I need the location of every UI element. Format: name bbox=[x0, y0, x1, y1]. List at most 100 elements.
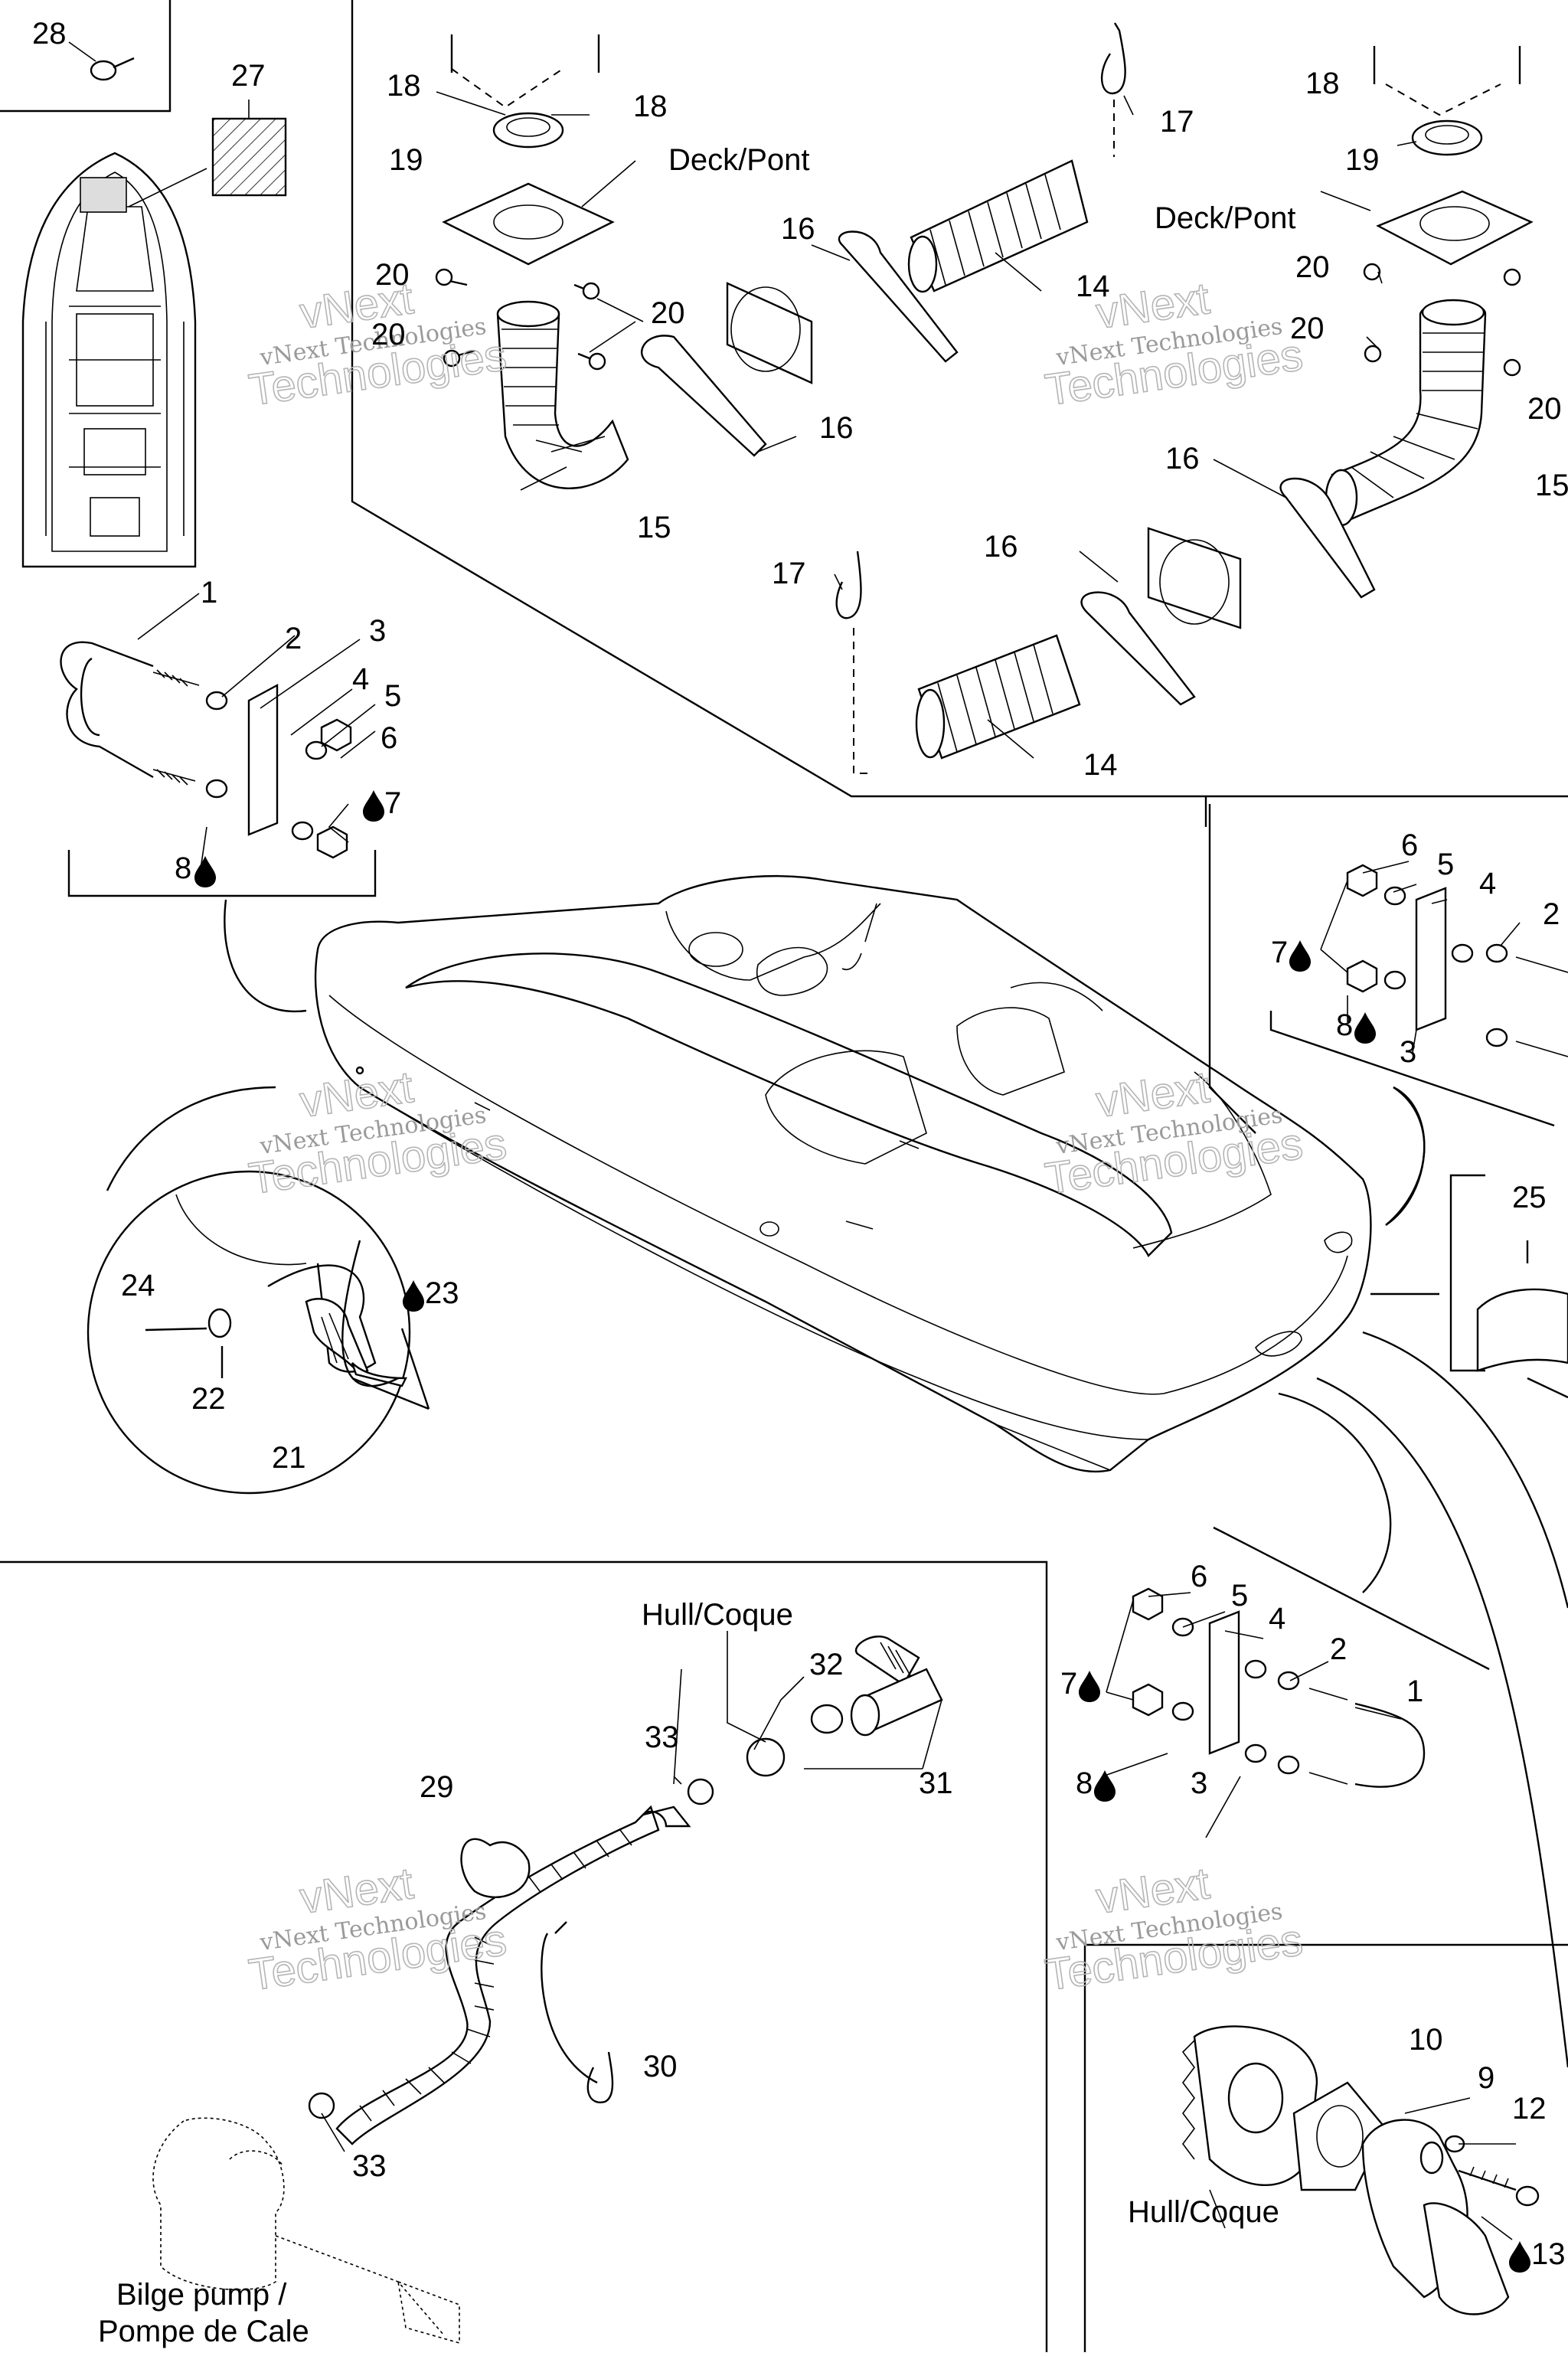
callout-29: 29 bbox=[420, 1770, 454, 1804]
deck-label: Deck/Pont bbox=[1155, 201, 1296, 235]
drain-plug-assembly bbox=[1181, 2025, 1540, 2315]
drop-icon bbox=[363, 790, 384, 822]
leader-lines bbox=[137, 91, 1521, 1838]
callout-1: 1 bbox=[1406, 1675, 1423, 1708]
callout-numbers: 28 27 18 18 19 20 20 20 15 16 16 14 17 1… bbox=[32, 17, 1568, 2271]
callout-21: 21 bbox=[272, 1441, 306, 1475]
drop-icons bbox=[194, 790, 1530, 2273]
callout-16: 16 bbox=[984, 530, 1018, 564]
callout-18: 18 bbox=[1305, 67, 1340, 100]
callout-3: 3 bbox=[369, 614, 386, 648]
callout-28: 28 bbox=[32, 17, 67, 51]
callout-5: 5 bbox=[1437, 848, 1454, 881]
drop-icon bbox=[194, 856, 216, 887]
drop-icon bbox=[1509, 2241, 1530, 2273]
drop-icon bbox=[403, 1280, 424, 1312]
callout-20: 20 bbox=[375, 258, 410, 292]
callout-30: 30 bbox=[643, 2050, 678, 2083]
tie-17-top bbox=[1100, 22, 1126, 157]
tow-eye-right-upper bbox=[1269, 864, 1568, 1226]
callout-1: 1 bbox=[201, 576, 217, 609]
tie-17-middle bbox=[835, 551, 869, 774]
boat-perspective bbox=[314, 874, 1372, 1473]
callout-20: 20 bbox=[1527, 392, 1562, 426]
callout-13: 13 bbox=[1531, 2237, 1566, 2271]
strap-16-right bbox=[1080, 477, 1376, 706]
callout-4: 4 bbox=[1479, 867, 1496, 900]
callout-15: 15 bbox=[637, 511, 671, 544]
bilge-pump-label: Bilge pump / bbox=[116, 2278, 287, 2312]
end-cap-25 bbox=[1449, 1174, 1568, 1399]
hose-14-top bbox=[907, 159, 1089, 293]
rivet-28 bbox=[68, 41, 135, 81]
callout-arrows-boat bbox=[1208, 804, 1568, 2068]
bilge-system bbox=[152, 1635, 943, 2345]
callout-31: 31 bbox=[919, 1766, 953, 1800]
callout-10: 10 bbox=[1409, 2023, 1443, 2057]
callout-22: 22 bbox=[191, 1382, 226, 1416]
callout-14: 14 bbox=[1083, 748, 1118, 782]
callout-8: 8 bbox=[1336, 1008, 1353, 1042]
callout-27: 27 bbox=[231, 59, 266, 93]
strap-16-left bbox=[641, 230, 959, 457]
callout-33: 33 bbox=[645, 1720, 679, 1754]
bilge-pump-label: Pompe de Cale bbox=[98, 2315, 309, 2348]
callout-6: 6 bbox=[381, 721, 397, 755]
drop-icon bbox=[1354, 1012, 1376, 1044]
callout-16: 16 bbox=[781, 212, 815, 246]
callout-33: 33 bbox=[352, 2149, 387, 2183]
decal-swatch-27 bbox=[128, 100, 287, 207]
callout-15: 15 bbox=[1535, 469, 1568, 502]
callout-5: 5 bbox=[384, 679, 401, 713]
boat-top-view bbox=[21, 152, 197, 568]
tow-eye-left bbox=[60, 641, 377, 1013]
callout-20: 20 bbox=[1295, 250, 1330, 284]
callout-17: 17 bbox=[1160, 105, 1194, 139]
callout-4: 4 bbox=[1269, 1602, 1285, 1635]
vent-assembly-right bbox=[1325, 46, 1534, 527]
deck-label: Deck/Pont bbox=[668, 143, 810, 177]
callout-32: 32 bbox=[809, 1648, 844, 1681]
callout-2: 2 bbox=[285, 622, 302, 655]
callout-3: 3 bbox=[1400, 1035, 1416, 1069]
callout-7: 7 bbox=[384, 786, 401, 820]
callout-23: 23 bbox=[425, 1276, 459, 1310]
callout-2: 2 bbox=[1330, 1632, 1347, 1666]
callout-5: 5 bbox=[1231, 1579, 1248, 1613]
callout-14: 14 bbox=[1076, 270, 1110, 303]
drop-icon bbox=[1094, 1770, 1116, 1802]
callout-3: 3 bbox=[1191, 1766, 1207, 1800]
callout-4: 4 bbox=[352, 662, 369, 696]
callout-18: 18 bbox=[633, 90, 668, 123]
callout-6: 6 bbox=[1401, 828, 1418, 862]
callout-17: 17 bbox=[772, 557, 806, 590]
text-labels: Deck/Pont Deck/Pont Hull/Coque Hull/Coqu… bbox=[98, 143, 1296, 2348]
callout-20: 20 bbox=[371, 318, 406, 351]
callout-8: 8 bbox=[175, 851, 191, 885]
callout-16: 16 bbox=[819, 411, 854, 445]
callout-8: 8 bbox=[1076, 1766, 1093, 1800]
callout-25: 25 bbox=[1512, 1181, 1547, 1214]
callout-6: 6 bbox=[1191, 1560, 1207, 1593]
callout-20: 20 bbox=[651, 296, 685, 330]
trim-detail-circle bbox=[87, 1086, 430, 1495]
callout-24: 24 bbox=[121, 1269, 155, 1302]
hose-14-middle bbox=[915, 634, 1081, 760]
callout-20: 20 bbox=[1290, 312, 1325, 345]
callout-18: 18 bbox=[387, 69, 421, 103]
vent-assembly-left bbox=[435, 34, 629, 489]
callout-19: 19 bbox=[1345, 143, 1380, 177]
callout-19: 19 bbox=[389, 143, 423, 177]
hull-label: Hull/Coque bbox=[642, 1598, 793, 1632]
callout-7: 7 bbox=[1060, 1667, 1077, 1701]
callout-2: 2 bbox=[1543, 897, 1560, 931]
tow-eye-right-lower bbox=[1132, 1526, 1490, 1788]
callout-16: 16 bbox=[1165, 442, 1200, 475]
drop-icon bbox=[1289, 940, 1311, 972]
hull-label: Hull/Coque bbox=[1128, 2195, 1279, 2229]
callout-7: 7 bbox=[1271, 936, 1288, 969]
callout-12: 12 bbox=[1512, 2092, 1547, 2126]
